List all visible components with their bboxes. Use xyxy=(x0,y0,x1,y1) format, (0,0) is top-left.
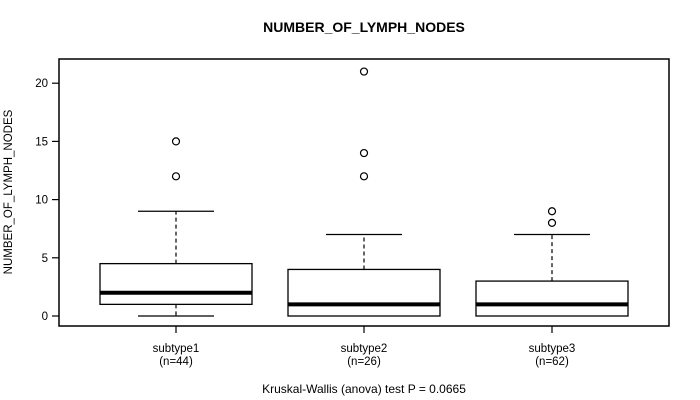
outlier-point xyxy=(547,207,557,216)
outlier-point xyxy=(359,148,369,158)
iqr-box xyxy=(287,268,441,317)
y-tick-label: 20 xyxy=(35,78,48,90)
outlier-point xyxy=(359,172,369,181)
outlier-point xyxy=(171,137,181,146)
boxplot xyxy=(475,207,629,317)
outlier-point xyxy=(547,218,557,227)
y-axis: 0 5 10 15 20 xyxy=(35,78,59,323)
iqr-box xyxy=(475,280,629,317)
group-sublabel: (n=62) xyxy=(535,356,569,368)
group-label: subtype3 xyxy=(529,343,576,355)
iqr-box xyxy=(99,262,253,306)
y-tick-label: 10 xyxy=(35,195,48,207)
footer-annotation: Kruskal-Wallis (anova) test P = 0.0665 xyxy=(262,382,466,396)
y-tick-label: 15 xyxy=(35,136,48,148)
group-sublabel: (n=26) xyxy=(347,356,381,368)
y-tick-label: 0 xyxy=(42,311,48,323)
boxplots xyxy=(99,67,629,317)
outlier-point xyxy=(359,67,369,76)
group-sublabel: (n=44) xyxy=(159,356,193,368)
y-tick-label: 5 xyxy=(42,253,48,265)
group-label: subtype1 xyxy=(153,343,200,355)
y-axis-label: NUMBER_OF_LYMPH_NODES xyxy=(3,109,15,274)
chart-title: NUMBER_OF_LYMPH_NODES xyxy=(263,19,465,35)
x-axis: subtype1(n=44) subtype2(n=26) subtype3(n=6… xyxy=(153,326,576,368)
boxplot xyxy=(287,67,441,317)
outlier-point xyxy=(171,172,181,181)
boxplot xyxy=(99,137,253,317)
group-label: subtype2 xyxy=(341,343,388,355)
